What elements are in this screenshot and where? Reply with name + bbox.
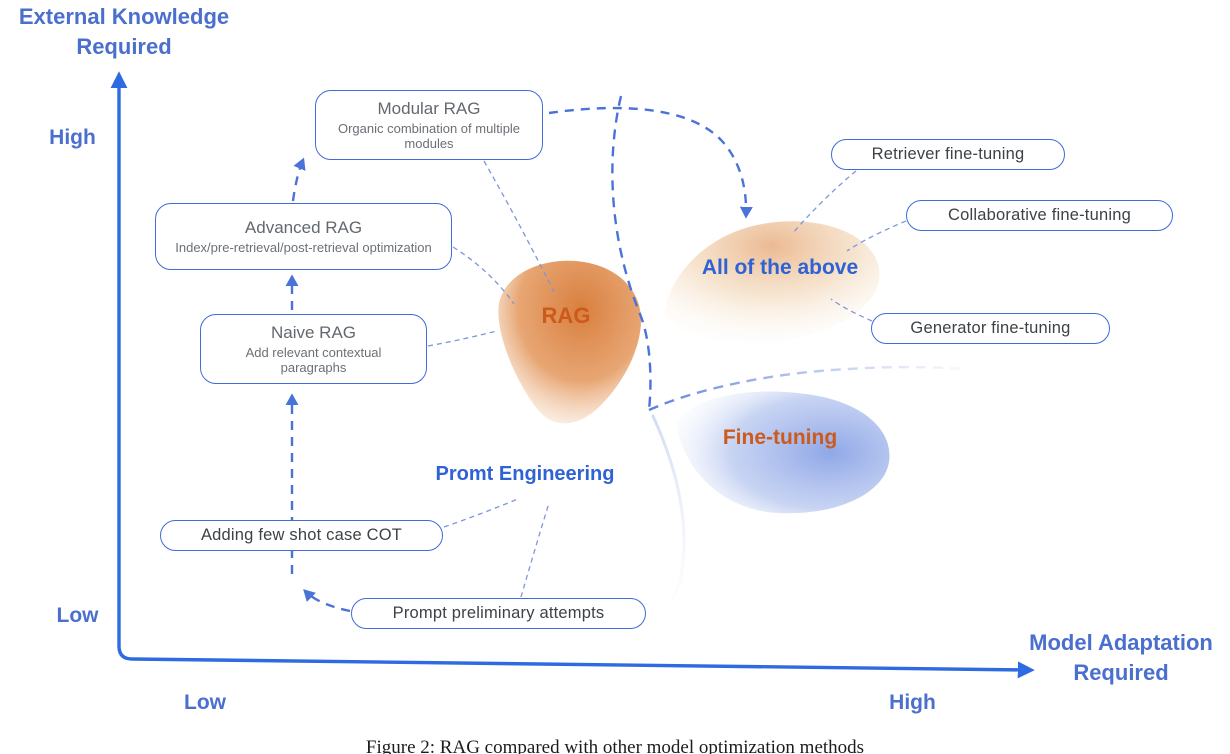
rag-region-label: RAG xyxy=(541,303,591,328)
prompt-engineering-region-label: Promt Engineering xyxy=(435,463,615,485)
evolution-arrow-to-modular-rag xyxy=(291,157,306,202)
rag-blob xyxy=(498,260,642,424)
naive-rag-subtitle: Add relevant contextual paragraphs xyxy=(245,344,382,375)
x-axis-title: Model Adaptation Required xyxy=(1012,628,1230,689)
y-axis-title-line2: Required xyxy=(76,34,172,60)
advanced-rag-title: Advanced RAG xyxy=(244,217,363,237)
generator-fine-tuning-pill: Generator fine-tuning xyxy=(871,313,1110,344)
connector-few-shot-cot xyxy=(443,498,519,528)
y-axis-title-line1: External Knowledge xyxy=(18,4,230,29)
fine-tuning-blob xyxy=(676,391,890,514)
modular-rag-box: Modular RAG Organic combination of multi… xyxy=(315,90,543,160)
connector-lines xyxy=(427,160,907,598)
fine-tuning-region-label: Fine-tuning xyxy=(722,426,838,449)
evolution-arrow-from-prompt-attempts xyxy=(303,589,351,613)
connector-prompt-preliminary xyxy=(520,502,550,598)
x-axis-title-line1: Model Adaptation xyxy=(1029,630,1213,655)
fading-tail-curve xyxy=(651,414,686,603)
connector-modular-rag xyxy=(483,160,555,293)
prompt-preliminary-pill: Prompt preliminary attempts xyxy=(351,598,646,629)
figure-caption: Figure 2: RAG compared with other model … xyxy=(365,737,865,754)
xy-axes xyxy=(110,71,1035,679)
x-axis-low-label: Low xyxy=(184,691,226,714)
collaborative-fine-tuning-pill: Collaborative fine-tuning xyxy=(906,200,1173,231)
y-axis-high-label: High xyxy=(49,126,96,149)
naive-rag-box: Naive RAG Add relevant contextual paragr… xyxy=(200,314,427,384)
all-of-the-above-region-label: All of the above xyxy=(701,256,859,279)
y-axis-title: External Knowledge Required xyxy=(0,2,248,63)
evolution-arrow-to-all-of-the-above xyxy=(548,106,753,219)
modular-rag-title: Modular RAG xyxy=(377,98,481,118)
retriever-fine-tuning-pill: Retriever fine-tuning xyxy=(831,139,1065,170)
advanced-rag-subtitle: Index/pre-retrieval/post-retrieval optim… xyxy=(175,239,432,255)
connector-naive-rag xyxy=(427,330,498,347)
x-axis-title-line2: Required xyxy=(1073,660,1169,686)
advanced-rag-box: Advanced RAG Index/pre-retrieval/post-re… xyxy=(155,203,452,270)
few-shot-cot-pill: Adding few shot case COT xyxy=(160,520,443,551)
y-axis-low-label: Low xyxy=(56,604,99,627)
all-of-the-above-blob xyxy=(664,221,880,345)
naive-rag-title: Naive RAG xyxy=(270,322,357,342)
x-axis-high-label: High xyxy=(889,691,936,714)
modular-rag-subtitle: Organic combination of multiple modules xyxy=(337,120,521,151)
